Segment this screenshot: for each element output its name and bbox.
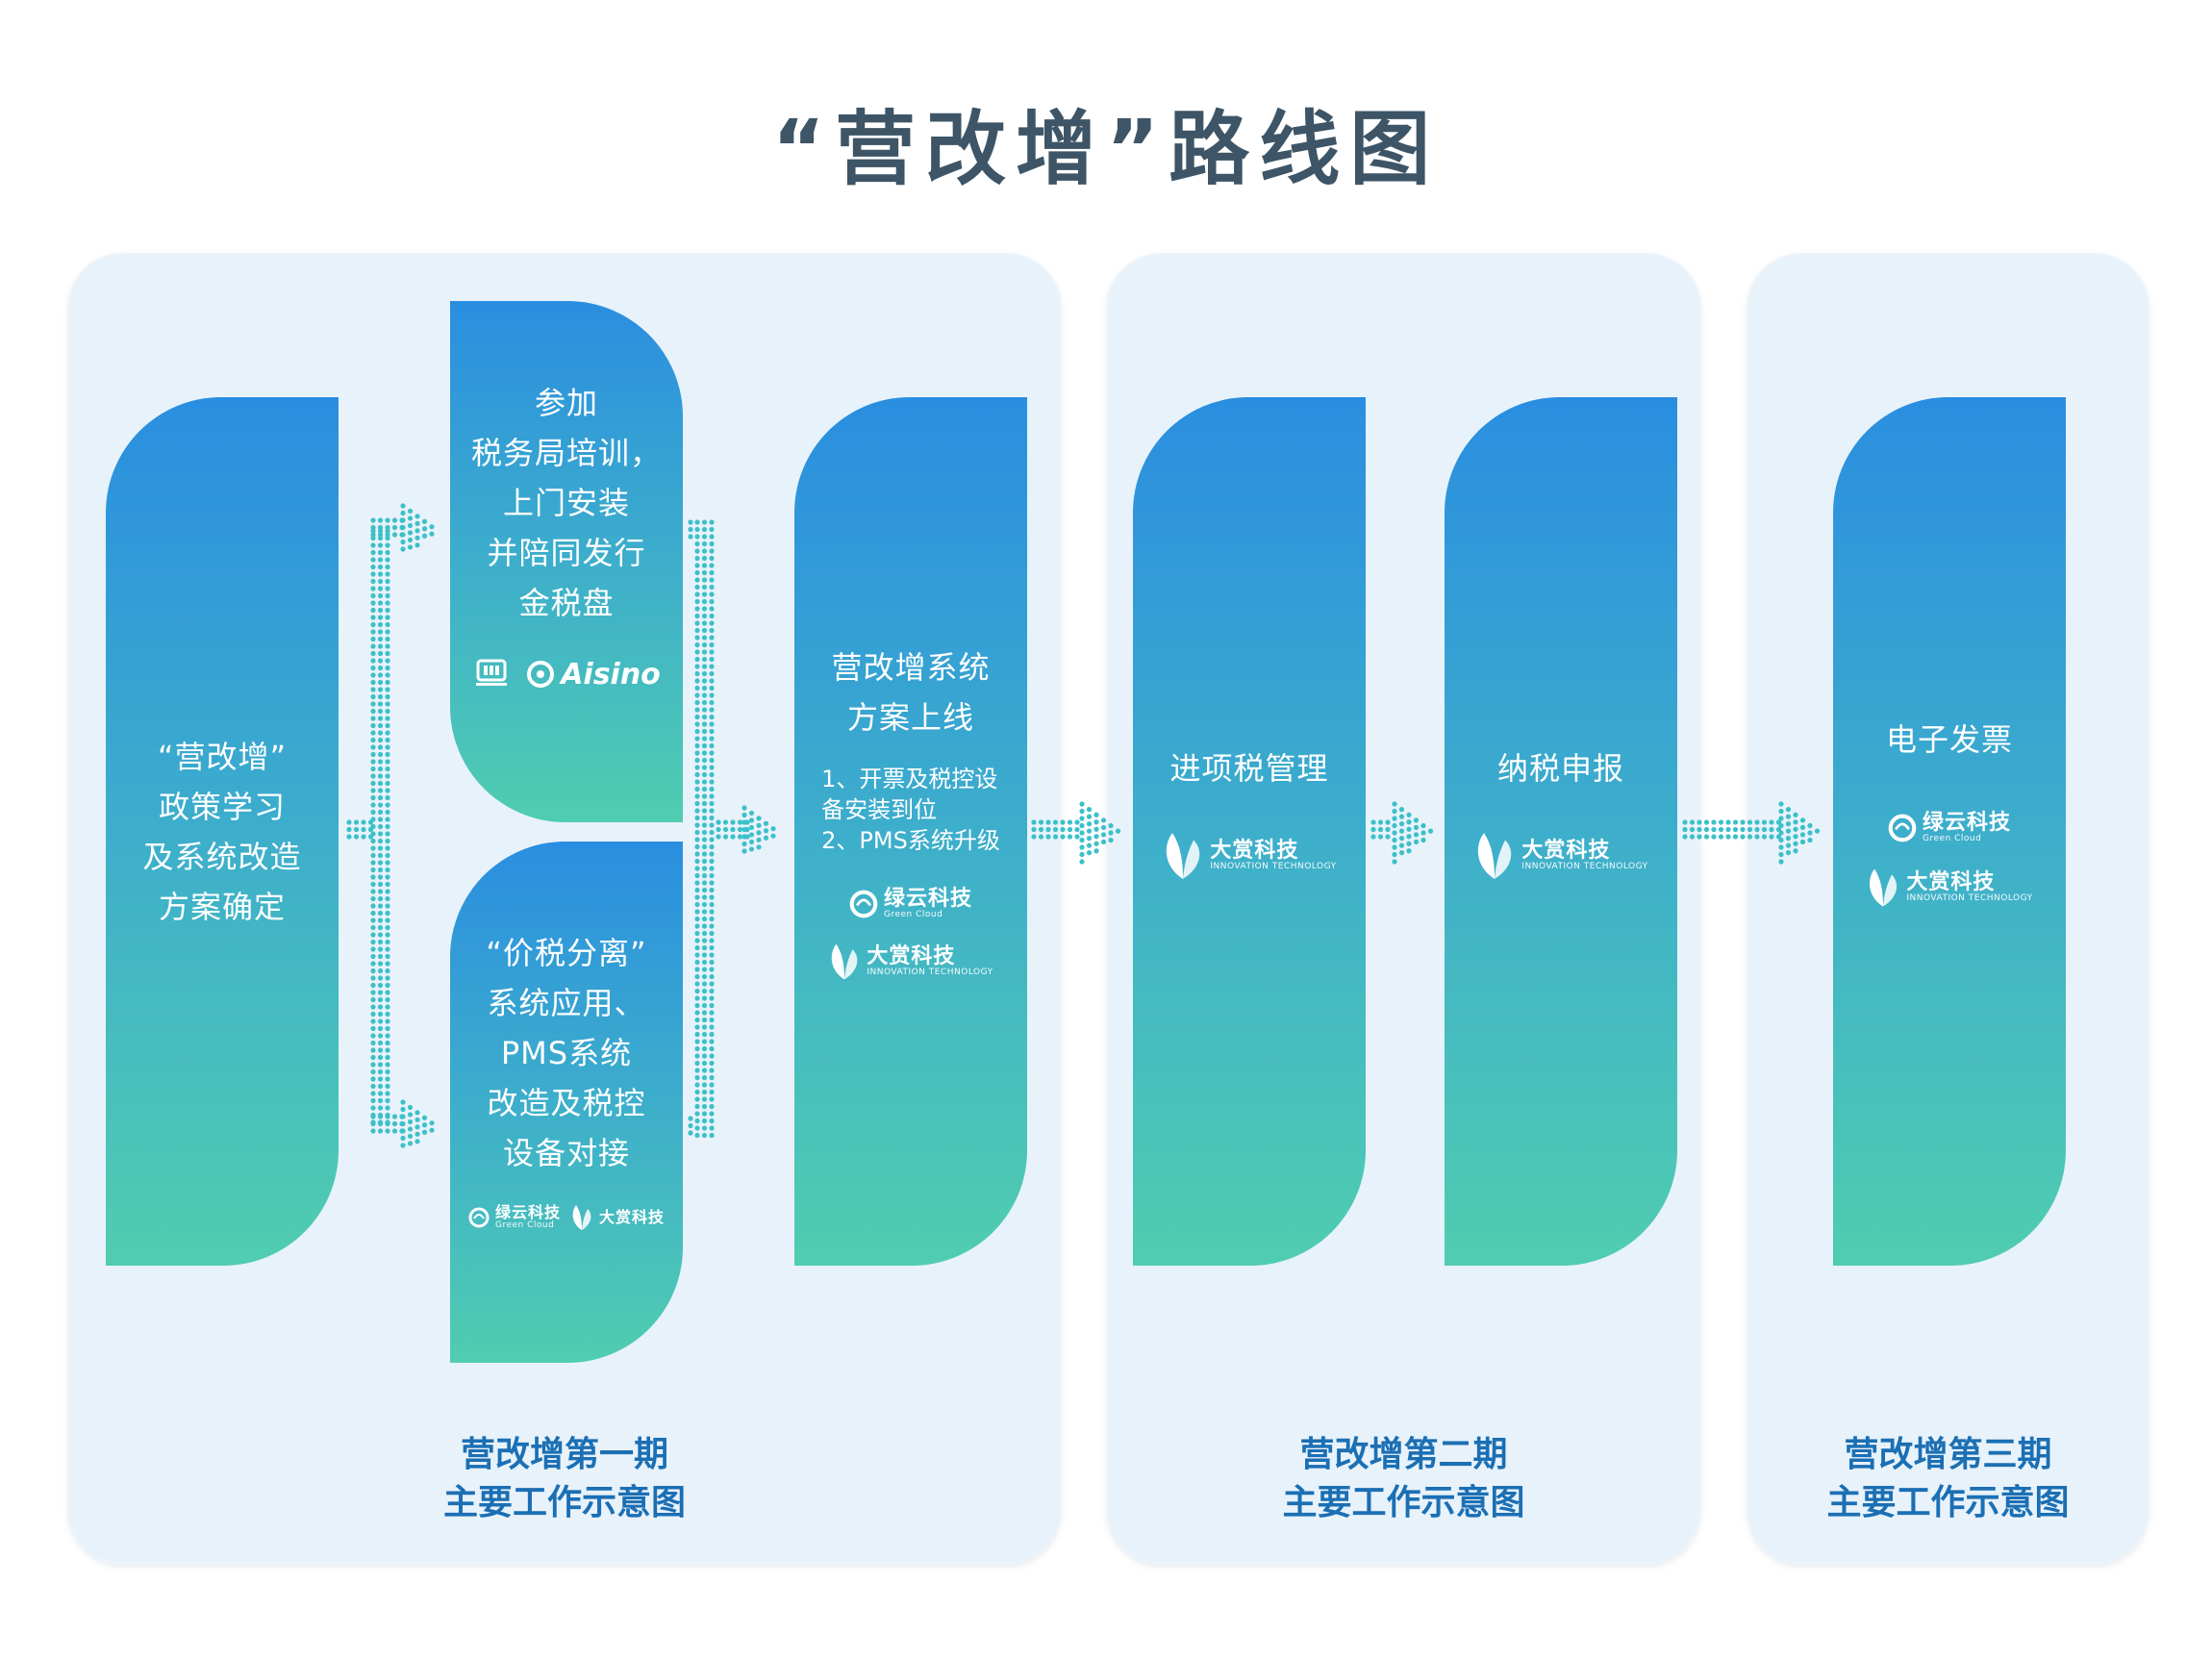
card-input-tax-text: 进项税管理 bbox=[1169, 750, 1329, 787]
dashang-name-en: INNOVATION TECHNOLOGY bbox=[1906, 893, 2033, 903]
phase-3-caption: 营改增第三期 主要工作示意图 bbox=[1748, 1431, 2148, 1527]
card-filing-text: 纳税申报 bbox=[1496, 750, 1624, 787]
greencloud-icon bbox=[849, 890, 878, 918]
dashang-logo: 大赏科技 INNOVATION TECHNOLOGY bbox=[1162, 828, 1336, 884]
dashang-name-cn: 大赏科技 bbox=[1521, 839, 1611, 863]
card-einvoice: 电子发票 绿云科技 Green Cloud 大赏科技 INNOVATION TE… bbox=[1833, 397, 2066, 1266]
filing-logos: 大赏科技 INNOVATION TECHNOLOGY bbox=[1473, 828, 1647, 884]
aisino-wordmark: Aisino bbox=[561, 657, 661, 691]
greencloud-name-en: Green Cloud bbox=[494, 1220, 555, 1230]
phase-1-caption-line2: 主要工作示意图 bbox=[442, 1483, 686, 1522]
input-tax-logos: 大赏科技 INNOVATION TECHNOLOGY bbox=[1162, 828, 1336, 884]
greencloud-icon bbox=[468, 1207, 490, 1228]
card-einvoice-text: 电子发票 bbox=[1885, 721, 2013, 758]
dashang-logo: 大赏科技 bbox=[570, 1203, 665, 1232]
dashang-logo: 大赏科技 INNOVATION TECHNOLOGY bbox=[828, 941, 993, 983]
aisino-icon bbox=[527, 661, 555, 688]
greencloud-logo: 绿云科技 Green Cloud bbox=[1888, 813, 2011, 843]
butterfly-icon bbox=[572, 1205, 591, 1230]
phase-2-caption-line2: 主要工作示意图 bbox=[1282, 1483, 1525, 1522]
greencloud-name-cn: 绿云科技 bbox=[883, 887, 972, 911]
dashang-logo: 大赏科技 INNOVATION TECHNOLOGY bbox=[1473, 828, 1647, 884]
card-separation: “价税分离” 系统应用、 PMS系统 改造及税控 设备对接 绿云科技 Green… bbox=[450, 842, 683, 1363]
page-title: “营改增”路线图 bbox=[771, 102, 1441, 196]
phase-3-caption-line2: 主要工作示意图 bbox=[1826, 1483, 2070, 1522]
greencloud-name-cn: 绿云科技 bbox=[494, 1203, 561, 1221]
greencloud-name-cn: 绿云科技 bbox=[1922, 811, 2011, 835]
training-logos: Aisino bbox=[472, 657, 661, 691]
card-training: 参加 税务局培训， 上门安装 并陪同发行 金税盘 Aisino bbox=[450, 301, 683, 822]
butterfly-icon bbox=[1167, 833, 1200, 879]
separation-logos: 绿云科技 Green Cloud 大赏科技 bbox=[468, 1203, 665, 1232]
card-input-tax: 进项税管理 大赏科技 INNOVATION TECHNOLOGY bbox=[1133, 397, 1366, 1266]
phase-3-caption-line1: 营改增第三期 bbox=[1844, 1435, 2052, 1474]
phase-2-caption-line1: 营改增第二期 bbox=[1299, 1435, 1508, 1474]
dashang-name-cn: 大赏科技 bbox=[599, 1208, 666, 1226]
launch-logos: 绿云科技 Green Cloud 大赏科技 INNOVATION TECHNOL… bbox=[828, 889, 993, 983]
card-launch-text: 营改增系统 方案上线 bbox=[831, 649, 991, 736]
card-launch-items: 1、开票及税控设 备安装到位 2、PMS系统升级 bbox=[821, 766, 1000, 854]
phase-1-caption: 营改增第一期 主要工作示意图 bbox=[69, 1431, 1060, 1527]
phase-1-caption-line1: 营改增第一期 bbox=[460, 1435, 668, 1474]
card-training-text: 参加 税务局培训， 上门安装 并陪同发行 金税盘 bbox=[470, 385, 662, 621]
aisino-logo: Aisino bbox=[526, 658, 661, 691]
card-policy: “营改增” 政策学习 及系统改造 方案确定 bbox=[106, 397, 339, 1266]
greencloud-name-en: Green Cloud bbox=[1922, 834, 1982, 843]
butterfly-icon bbox=[1870, 868, 1898, 907]
dashang-name-en: INNOVATION TECHNOLOGY bbox=[1210, 862, 1337, 871]
butterfly-icon bbox=[832, 943, 858, 980]
card-launch: 营改增系统 方案上线 1、开票及税控设 备安装到位 2、PMS系统升级 绿云科技… bbox=[794, 397, 1027, 1266]
card-separation-text: “价税分离” 系统应用、 PMS系统 改造及税控 设备对接 bbox=[486, 935, 647, 1171]
dashang-name-cn: 大赏科技 bbox=[867, 944, 956, 968]
butterfly-icon bbox=[1478, 833, 1512, 879]
china-taxnet-icon bbox=[476, 659, 508, 686]
card-policy-text: “营改增” 政策学习 及系统改造 方案确定 bbox=[142, 738, 302, 925]
greencloud-name-en: Green Cloud bbox=[883, 910, 943, 919]
card-filing: 纳税申报 大赏科技 INNOVATION TECHNOLOGY bbox=[1445, 397, 1677, 1266]
dashang-name-cn: 大赏科技 bbox=[1906, 870, 1996, 894]
greencloud-icon bbox=[1888, 814, 1917, 842]
greencloud-logo: 绿云科技 Green Cloud bbox=[849, 889, 972, 919]
einvoice-logos: 绿云科技 Green Cloud 大赏科技 INNOVATION TECHNOL… bbox=[1866, 813, 2032, 911]
greencloud-logo: 绿云科技 Green Cloud bbox=[468, 1205, 561, 1230]
dashang-name-cn: 大赏科技 bbox=[1210, 839, 1299, 863]
dashang-logo: 大赏科技 INNOVATION TECHNOLOGY bbox=[1866, 865, 2032, 911]
dashang-name-en: INNOVATION TECHNOLOGY bbox=[1521, 862, 1648, 871]
dashang-name-en: INNOVATION TECHNOLOGY bbox=[867, 968, 993, 977]
china-taxnet-logo bbox=[472, 657, 511, 691]
phase-2-caption: 营改增第二期 主要工作示意图 bbox=[1108, 1431, 1699, 1527]
